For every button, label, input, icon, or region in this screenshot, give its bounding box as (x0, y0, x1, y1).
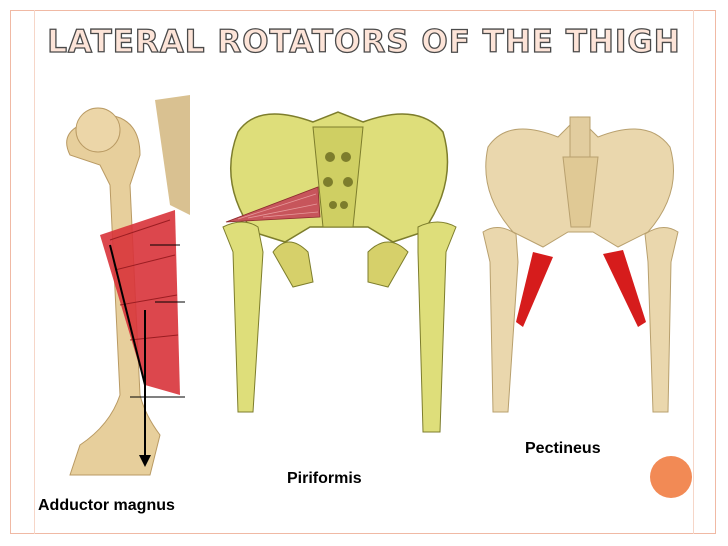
left-femur (222, 221, 264, 413)
right-femur (417, 221, 457, 433)
slide-title: LATERAL ROTATORS OF THE THIGH (47, 23, 681, 60)
piriformis-figure (222, 111, 457, 433)
femoral-head (75, 107, 121, 153)
pectineus-figure (482, 116, 679, 413)
left-rule (34, 10, 35, 534)
adductor-magnus-muscle (100, 210, 180, 395)
pectineus-right-muscle (603, 250, 646, 327)
pectineus-left-muscle (516, 252, 553, 327)
right-femur (644, 227, 679, 413)
femur-bone (66, 114, 161, 476)
pectineus-label: Pectineus (525, 440, 601, 457)
sacrum (562, 156, 599, 228)
decorative-circle (650, 456, 692, 498)
lumbar-spine (569, 116, 591, 158)
pelvis-bone (155, 95, 190, 215)
sacrum (312, 126, 364, 228)
piriformis-muscle (225, 186, 321, 223)
slide-frame (10, 10, 716, 534)
right-rule (693, 10, 694, 534)
piriformis-label: Piriformis (287, 470, 362, 487)
adductor-figure (66, 95, 190, 476)
adductor-magnus-label: Adductor magnus (38, 497, 175, 514)
left-femur (482, 227, 519, 413)
